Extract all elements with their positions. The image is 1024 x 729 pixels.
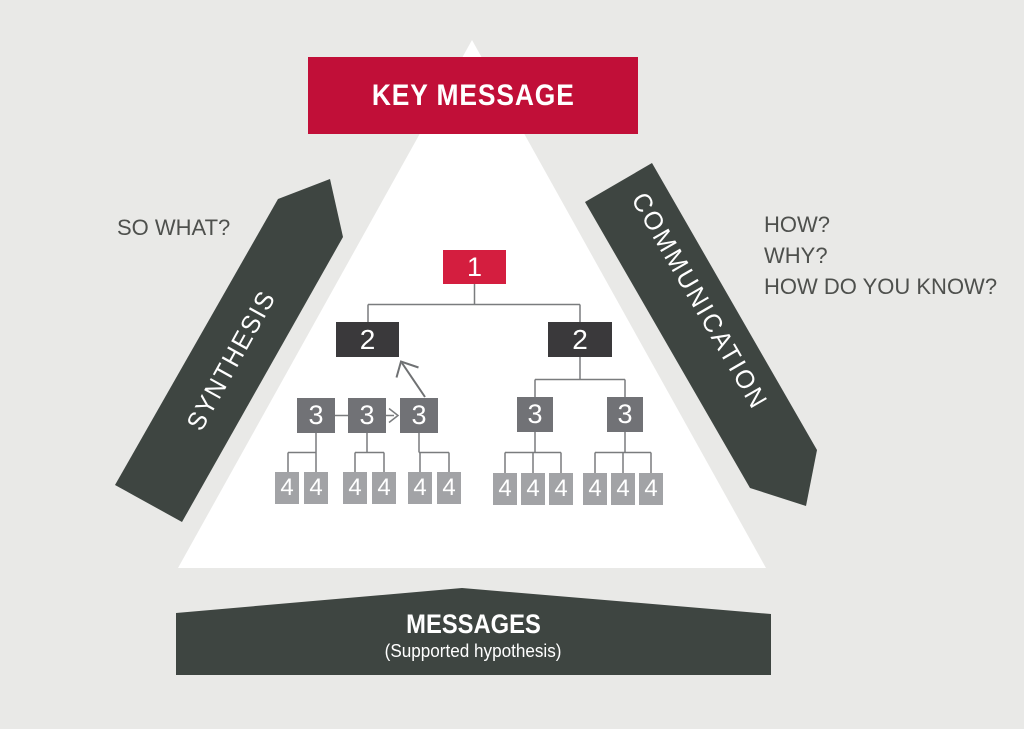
communication-arrow-shape xyxy=(585,163,817,506)
tree-node-level4-6: 4 xyxy=(437,472,461,504)
question-how-do-you-know: HOW DO YOU KNOW? xyxy=(764,274,998,299)
tree-node-level3-1: 3 xyxy=(297,398,335,433)
tree-node-level4-4: 4 xyxy=(372,472,396,504)
question-how: HOW? xyxy=(764,212,830,237)
messages-subtitle: (Supported hypothesis) xyxy=(385,641,562,661)
tree-node-level4-7: 4 xyxy=(493,473,517,505)
synthesis-feedback-arrow xyxy=(395,360,426,398)
tree-node-level4-11: 4 xyxy=(611,473,635,505)
tree-node-level3-2: 3 xyxy=(348,398,386,433)
tree-node-level1: 1 xyxy=(443,250,506,284)
tree-node-level3-5: 3 xyxy=(607,397,643,432)
tree-node-level3-3: 3 xyxy=(400,398,438,433)
tree-node-level4-3: 4 xyxy=(343,472,367,504)
tree-node-level4-9: 4 xyxy=(549,473,573,505)
tree-connectors xyxy=(287,284,652,473)
tree-node-level4-5: 4 xyxy=(408,472,432,504)
tree-node-level2-right: 2 xyxy=(548,322,612,357)
messages-subtitle-row: (Supported hypothesis) xyxy=(176,641,771,661)
key-message-label: KEY MESSAGE xyxy=(371,78,575,112)
tree-node-level4-8: 4 xyxy=(521,473,545,505)
messages-banner-shape xyxy=(176,588,771,675)
messages-title-row: MESSAGES xyxy=(176,611,771,638)
messages-title: MESSAGES xyxy=(406,609,541,639)
tree-node-level4-1: 4 xyxy=(275,472,299,504)
tree-node-level4-10: 4 xyxy=(583,473,607,505)
tree-node-level4-12: 4 xyxy=(639,473,663,505)
tree-node-level4-2: 4 xyxy=(304,472,328,504)
tree-node-level2-left: 2 xyxy=(336,322,399,357)
chain-arrowhead xyxy=(388,407,400,424)
tree-node-level3-4: 3 xyxy=(517,397,553,432)
key-message-banner: KEY MESSAGE xyxy=(308,57,638,134)
questions-block: HOW? WHY? HOW DO YOU KNOW? xyxy=(764,209,997,302)
question-why: WHY? xyxy=(764,243,828,268)
so-what-label: SO WHAT? xyxy=(117,215,231,240)
synthesis-arrow-shape xyxy=(115,179,343,522)
